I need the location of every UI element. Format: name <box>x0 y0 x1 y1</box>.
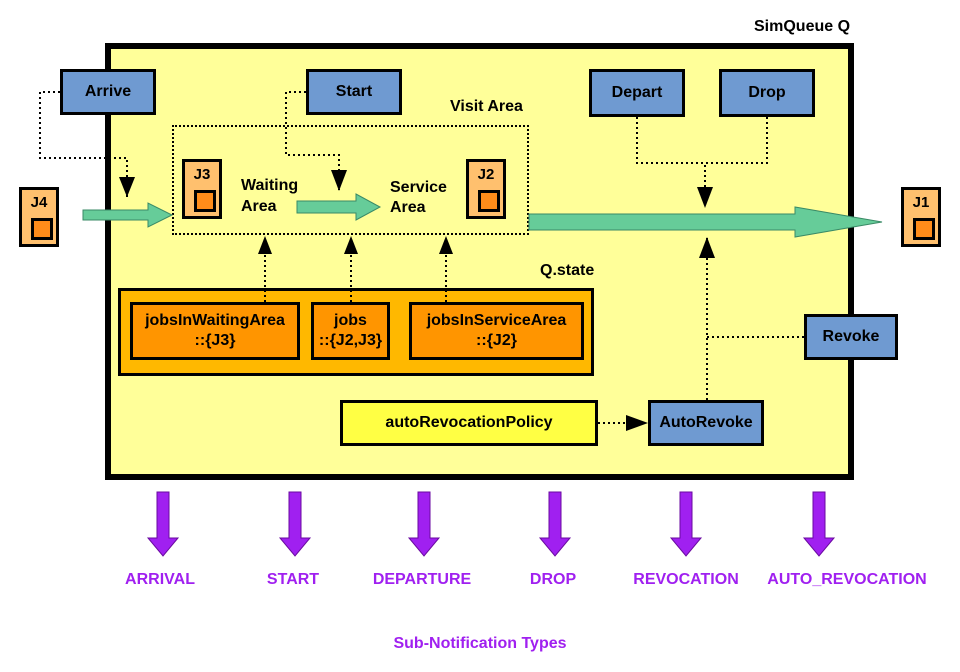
state-jobs-arrowhead <box>344 236 358 254</box>
depart-connector <box>636 117 705 164</box>
state-jobs-in-waiting-area: jobsInWaitingArea ::{J3} <box>130 302 300 360</box>
flow-arrow-start <box>296 193 382 221</box>
job-icon <box>31 218 53 240</box>
notif-departure: DEPARTURE <box>372 571 472 588</box>
revoke-action[interactable]: Revoke <box>804 314 898 360</box>
job-icon <box>194 190 216 212</box>
waiting-area-label-2: Area <box>241 198 277 215</box>
job-j1: J1 <box>901 187 941 247</box>
state-item-name: jobs <box>334 312 367 329</box>
arrive-connector <box>39 91 128 198</box>
job-j4: J4 <box>19 187 59 247</box>
job-label: J4 <box>30 194 48 211</box>
job-label: J2 <box>477 166 495 183</box>
state-item-value: ::{J3} <box>194 332 236 349</box>
state-item-name: jobsInServiceArea <box>426 312 567 329</box>
auto-revoke-arrowhead <box>699 237 715 258</box>
notif-arrow-auto-revocation <box>802 491 836 557</box>
service-area-label-1: Service <box>390 179 447 196</box>
notif-start: START <box>266 571 320 588</box>
job-icon <box>478 190 500 212</box>
drop-action[interactable]: Drop <box>719 69 815 117</box>
job-j3: J3 <box>182 159 222 219</box>
notif-arrow-departure <box>407 491 441 557</box>
state-item-value: ::{J2} <box>476 332 517 349</box>
depart-action[interactable]: Depart <box>589 69 685 117</box>
drop-connector <box>704 117 768 205</box>
notif-arrow-drop <box>538 491 572 557</box>
auto-revocation-policy: autoRevocationPolicy <box>340 400 598 446</box>
queue-state-label: Q.state <box>540 262 595 279</box>
start-action[interactable]: Start <box>306 69 402 115</box>
start-arrowhead <box>331 170 347 191</box>
depart-arrowhead <box>697 187 713 208</box>
notif-arrow-revocation <box>669 491 703 557</box>
job-label: J3 <box>193 166 211 183</box>
notif-arrow-arrival <box>146 491 180 557</box>
job-label: J1 <box>912 194 930 211</box>
state-jobs: jobs ::{J2,J3} <box>311 302 390 360</box>
notif-arrow-start <box>278 491 312 557</box>
flow-arrow-depart <box>528 206 883 238</box>
visit-area-label: Visit Area <box>450 98 523 115</box>
state-waiting-arrowhead <box>258 236 272 254</box>
notif-drop: DROP <box>529 571 577 588</box>
notifications-title: Sub-Notification Types <box>393 635 567 652</box>
job-icon <box>913 218 935 240</box>
arrive-action[interactable]: Arrive <box>60 69 156 115</box>
auto-revoke-action[interactable]: AutoRevoke <box>648 400 764 446</box>
queue-title: SimQueue Q <box>754 18 851 35</box>
notif-revocation: REVOCATION <box>633 571 739 588</box>
waiting-area-label-1: Waiting <box>241 177 299 194</box>
flow-arrow-arrive <box>82 202 174 228</box>
notif-auto-revocation: AUTO_REVOCATION <box>767 571 927 588</box>
state-jobs-in-service-area: jobsInServiceArea ::{J2} <box>409 302 584 360</box>
service-area-label-2: Area <box>390 199 426 216</box>
arrive-arrowhead <box>119 177 135 197</box>
state-item-name: jobsInWaitingArea <box>145 312 285 329</box>
state-service-arrowhead <box>439 236 453 254</box>
notif-arrival: ARRIVAL <box>125 571 195 588</box>
visit-area <box>172 125 529 235</box>
policy-arrowhead <box>626 415 648 431</box>
job-j2: J2 <box>466 159 506 219</box>
state-item-value: ::{J2,J3} <box>318 332 383 349</box>
start-connector <box>285 91 340 190</box>
